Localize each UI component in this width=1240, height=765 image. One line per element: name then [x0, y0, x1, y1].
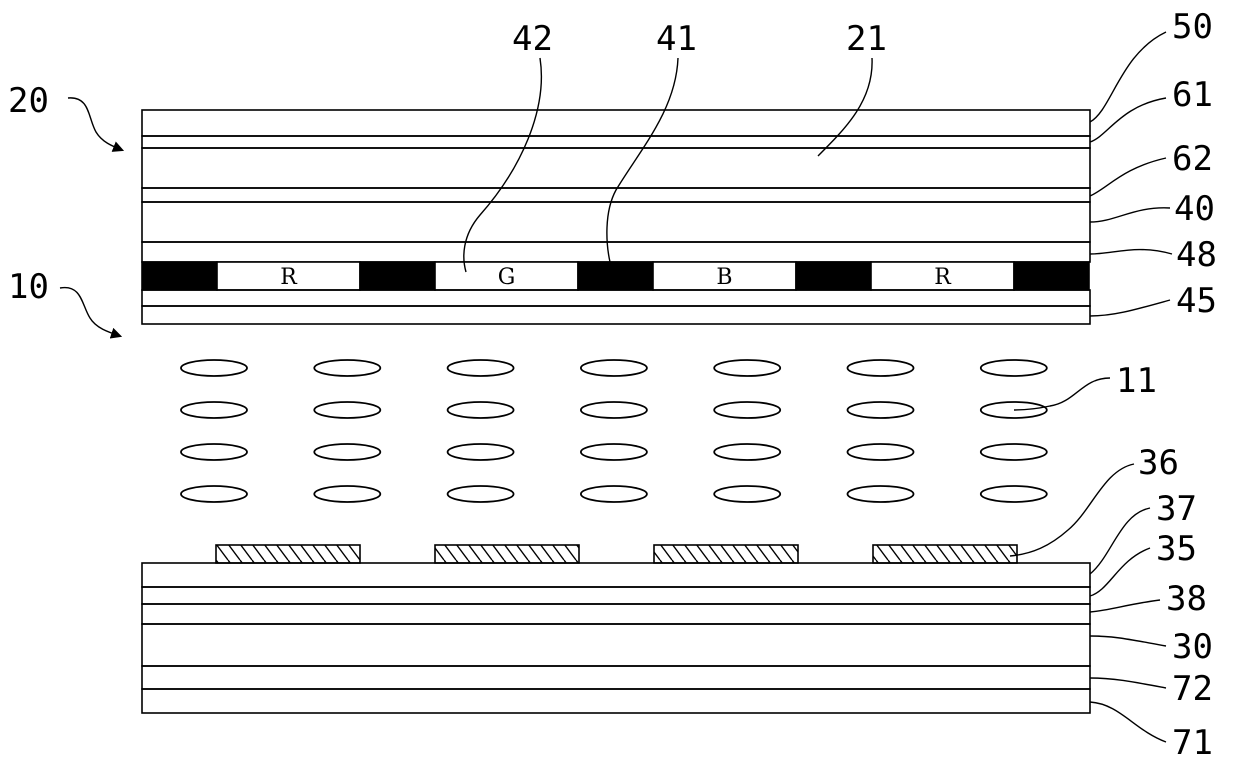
lower-substrate-stack: [142, 563, 1090, 713]
leader-21: [818, 58, 872, 156]
leader-36: [1010, 464, 1134, 556]
ref-41: 41: [656, 19, 697, 59]
pixel-electrode: [654, 545, 798, 563]
arrow-10: [60, 288, 120, 336]
reference-numerals: 20 10 42 41 21 50 61 62 40 48 45 11 36 3…: [8, 7, 1217, 763]
liquid-crystal-molecule: [181, 360, 247, 376]
ref-50: 50: [1172, 7, 1213, 47]
ref-45: 45: [1176, 281, 1217, 321]
liquid-crystal-molecule: [848, 444, 914, 460]
ref-42: 42: [512, 19, 553, 59]
liquid-crystal-molecule: [714, 402, 780, 418]
black-matrix-block: [360, 262, 435, 290]
liquid-crystal-molecule: [181, 402, 247, 418]
leader-lines: [464, 32, 1172, 742]
leader-61: [1090, 98, 1166, 142]
layer-71: [142, 689, 1090, 713]
upper-substrate-stack: RGBR: [142, 110, 1090, 324]
liquid-crystal-molecule: [581, 486, 647, 502]
ref-35: 35: [1156, 529, 1197, 569]
layer-61-hatched: [142, 136, 1090, 148]
leader-71: [1090, 702, 1166, 742]
liquid-crystal-molecule: [314, 444, 380, 460]
layer-30: [142, 624, 1090, 666]
ref-20: 20: [8, 81, 49, 121]
black-matrix-block: [578, 262, 653, 290]
liquid-crystal-molecule: [714, 360, 780, 376]
leader-35: [1090, 548, 1150, 596]
pixel-electrode: [435, 545, 579, 563]
layer-between-cf-45: [142, 290, 1090, 306]
leader-45: [1090, 300, 1170, 316]
color-filter-row: RGBR: [142, 262, 1089, 290]
ref-30: 30: [1172, 627, 1213, 667]
leader-38: [1090, 600, 1160, 612]
ref-10: 10: [8, 267, 49, 307]
ref-36: 36: [1138, 443, 1179, 483]
ref-11: 11: [1116, 361, 1157, 401]
leader-48: [1090, 250, 1172, 254]
ref-48: 48: [1176, 235, 1217, 275]
liquid-crystal-molecule: [981, 486, 1047, 502]
liquid-crystal-molecule: [181, 486, 247, 502]
layer-35-crosshatched: [142, 587, 1090, 604]
liquid-crystal-molecule: [448, 444, 514, 460]
layer-21-dotted: [142, 148, 1090, 188]
layer-37: [142, 563, 1090, 587]
ref-61: 61: [1172, 75, 1213, 115]
liquid-crystal-molecule: [848, 486, 914, 502]
liquid-crystal-molecule: [848, 402, 914, 418]
ref-38: 38: [1166, 579, 1207, 619]
pixel-electrode: [216, 545, 360, 563]
liquid-crystal-molecule: [981, 444, 1047, 460]
ref-72: 72: [1172, 669, 1213, 709]
ref-71: 71: [1172, 723, 1213, 763]
layer-38: [142, 604, 1090, 624]
liquid-crystal-molecule: [581, 444, 647, 460]
leader-30: [1090, 636, 1166, 646]
ref-40: 40: [1174, 189, 1215, 229]
leader-37: [1090, 508, 1150, 574]
liquid-crystal-molecule: [848, 360, 914, 376]
layer-40: [142, 202, 1090, 242]
subpixel-label: G: [498, 265, 516, 290]
layer-45-hatched: [142, 306, 1090, 324]
subpixel-label: B: [716, 265, 732, 290]
liquid-crystal-molecule: [448, 402, 514, 418]
layer-48: [142, 242, 1090, 262]
leader-42: [464, 58, 542, 272]
subpixel-label: R: [280, 265, 298, 290]
pixel-electrode: [873, 545, 1017, 563]
liquid-crystal-molecule: [448, 486, 514, 502]
liquid-crystal-molecule: [714, 444, 780, 460]
liquid-crystal-layer: [181, 360, 1047, 502]
leader-40: [1090, 208, 1170, 222]
liquid-crystal-molecule: [181, 444, 247, 460]
liquid-crystal-molecule: [314, 402, 380, 418]
liquid-crystal-molecule: [314, 486, 380, 502]
liquid-crystal-molecule: [981, 402, 1047, 418]
layer-72: [142, 666, 1090, 689]
subpixel-label: R: [934, 265, 952, 290]
layer-50: [142, 110, 1090, 136]
liquid-crystal-molecule: [581, 360, 647, 376]
black-matrix-block: [1014, 262, 1089, 290]
black-matrix-block: [796, 262, 871, 290]
black-matrix-block: [142, 262, 217, 290]
liquid-crystal-molecule: [314, 360, 380, 376]
leader-62: [1090, 158, 1166, 196]
leader-50: [1090, 32, 1166, 122]
liquid-crystal-molecule: [448, 360, 514, 376]
leader-41: [607, 58, 678, 262]
ref-62: 62: [1172, 139, 1213, 179]
liquid-crystal-molecule: [981, 360, 1047, 376]
leader-72: [1090, 678, 1166, 688]
pixel-electrodes: [216, 545, 1017, 563]
liquid-crystal-molecule: [714, 486, 780, 502]
ref-21: 21: [846, 19, 887, 59]
arrow-20: [68, 98, 122, 150]
liquid-crystal-molecule: [581, 402, 647, 418]
ref-37: 37: [1156, 489, 1197, 529]
